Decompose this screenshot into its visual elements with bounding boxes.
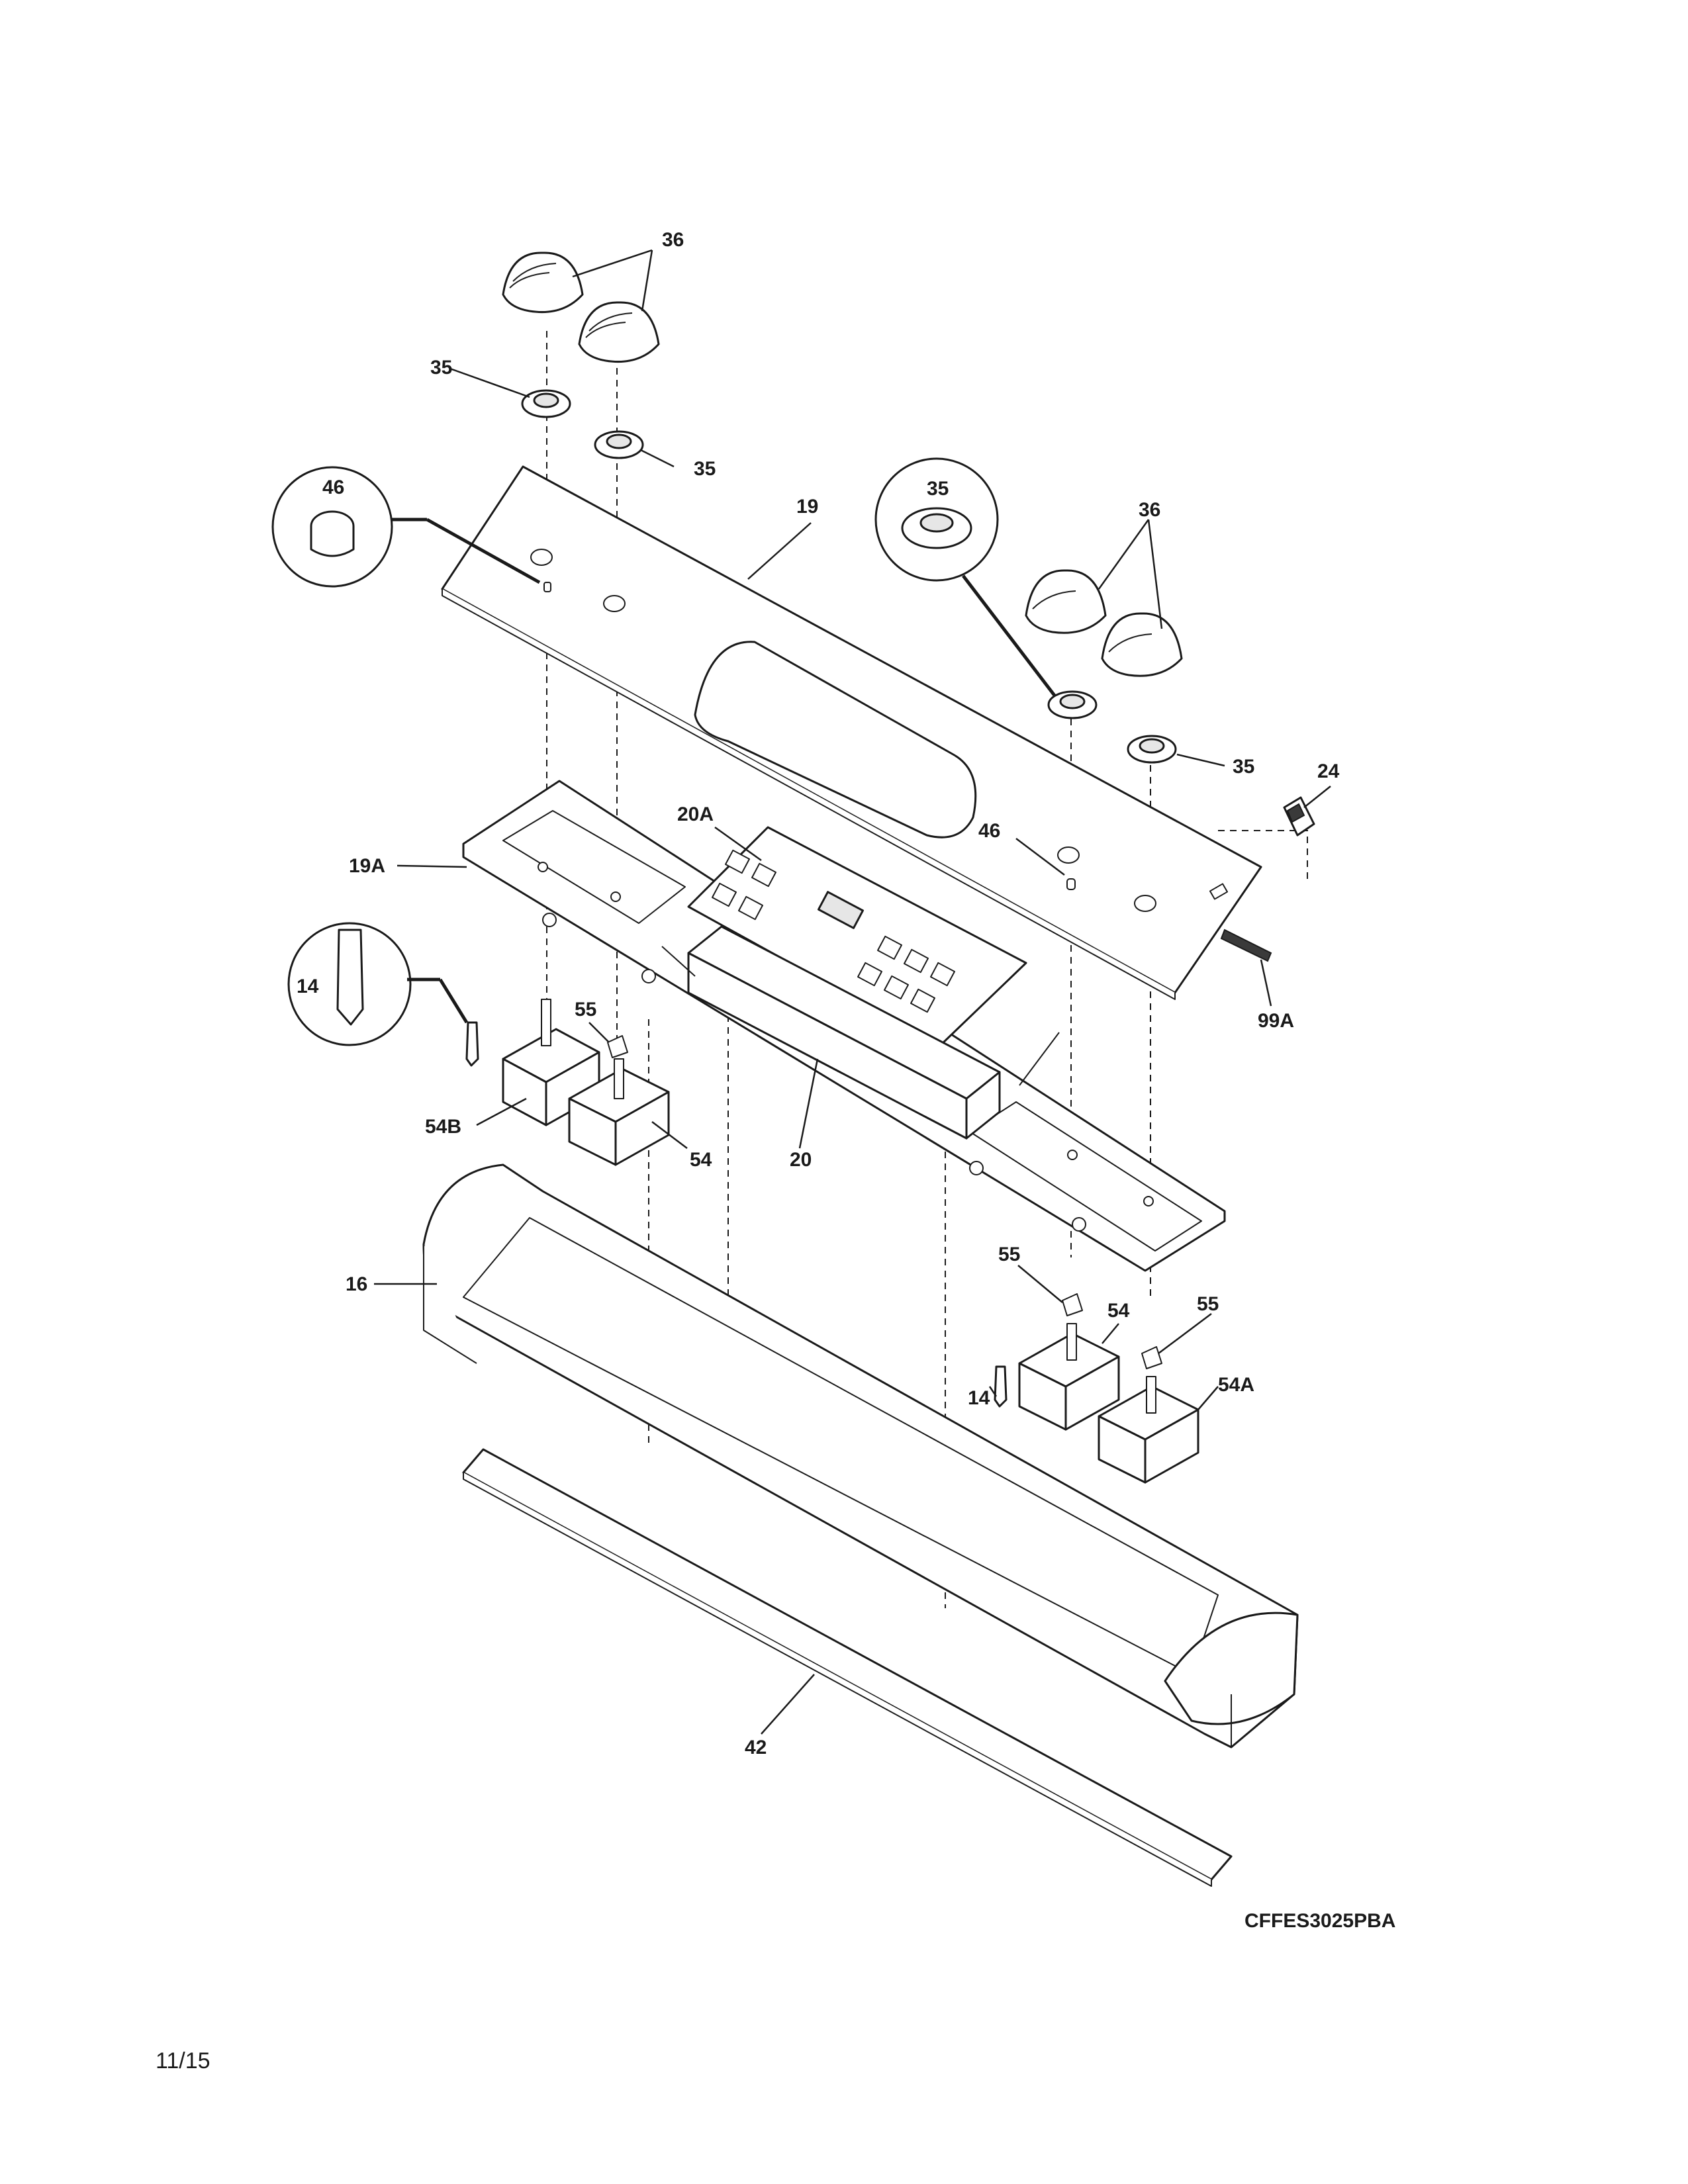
callout-14-right: 14 — [968, 1387, 990, 1409]
infinite-switch-54A — [1098, 1376, 1199, 1484]
indicator-light-right — [994, 1365, 1008, 1408]
detail-circle-14 — [287, 922, 469, 1046]
callout-54-left: 54 — [690, 1149, 712, 1171]
plug-button-right — [1066, 878, 1076, 890]
callout-labels: 36 35 35 46 19 35 36 35 24 20A 19A 46 14… — [297, 229, 1340, 1758]
mounting-clip-right-2 — [1141, 1346, 1162, 1369]
control-knob-top-right — [578, 301, 660, 363]
callout-35-circle: 35 — [927, 478, 949, 500]
callout-54-right: 54 — [1107, 1300, 1130, 1322]
mounting-clip-left — [607, 1035, 628, 1058]
indicator-light-left — [465, 1021, 479, 1067]
callout-46-circle: 46 — [322, 477, 344, 498]
page-number: 11/15 — [156, 2048, 211, 2073]
callout-20: 20 — [790, 1149, 812, 1171]
callout-20A: 20A — [677, 803, 714, 825]
rocker-switch — [1283, 796, 1315, 837]
detail-circle-35 — [874, 457, 1060, 703]
knob-bezel-right-1 — [1047, 690, 1098, 719]
control-knob-right-2 — [1101, 612, 1183, 677]
callout-24: 24 — [1317, 760, 1340, 782]
plug-button-small — [543, 582, 551, 592]
trim-strip — [462, 1448, 1233, 1887]
callout-55-right-1: 55 — [998, 1244, 1020, 1265]
callout-99A: 99A — [1258, 1010, 1294, 1032]
knob-bezel-top-left — [521, 389, 571, 418]
diagram-code: CFFES3025PBA — [1244, 1910, 1395, 1932]
electronic-control-board — [661, 925, 1060, 1140]
callout-16: 16 — [346, 1273, 367, 1295]
callout-35-left: 35 — [430, 357, 452, 379]
callout-54A: 54A — [1218, 1374, 1254, 1396]
callout-55-right-2: 55 — [1197, 1293, 1219, 1315]
control-panel — [441, 465, 1262, 1000]
knob-bezel-top-right — [594, 430, 644, 459]
callout-54B: 54B — [425, 1116, 461, 1138]
callout-46: 46 — [978, 820, 1000, 842]
knob-bezel-right-2 — [1127, 735, 1177, 764]
callout-14-circle: 14 — [297, 976, 319, 997]
callout-19: 19 — [796, 496, 818, 518]
callout-35-mid: 35 — [694, 458, 716, 480]
leader-lines — [374, 249, 1331, 1735]
callout-42: 42 — [745, 1737, 767, 1758]
callout-35-right: 35 — [1233, 756, 1254, 778]
infinite-switch-54B — [502, 999, 600, 1126]
backguard-frame — [422, 1163, 1299, 1749]
infinite-switch-54-right — [1018, 1323, 1120, 1431]
detail-circle-46 — [271, 466, 541, 588]
mounting-clip-right-1 — [1062, 1293, 1083, 1316]
callout-36-right: 36 — [1139, 499, 1160, 521]
callout-55-left: 55 — [575, 999, 596, 1021]
wire-harness — [1220, 929, 1272, 962]
control-knob-top-left — [502, 251, 584, 314]
callout-19A: 19A — [349, 855, 385, 877]
control-knob-right-1 — [1025, 569, 1107, 634]
callout-36-top: 36 — [662, 229, 684, 251]
